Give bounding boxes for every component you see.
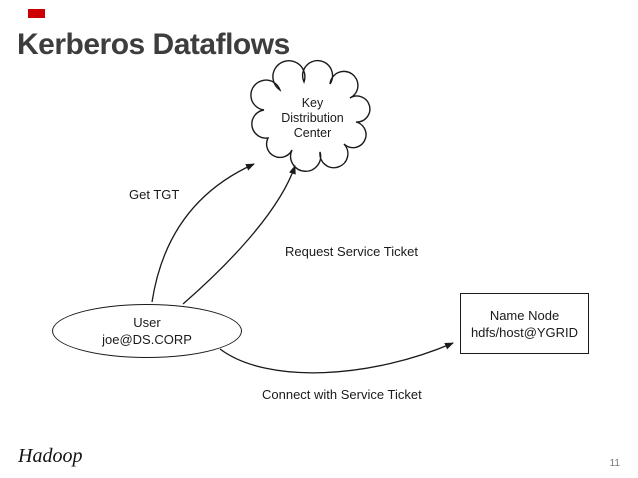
arrow-label-request-service-ticket: Request Service Ticket xyxy=(285,244,418,259)
arrow-connect-service-ticket xyxy=(219,342,454,374)
user-node: User joe@DS.CORP xyxy=(52,304,242,358)
arrow-label-get-tgt: Get TGT xyxy=(129,187,180,202)
page-title: Kerberos Dataflows xyxy=(17,28,290,61)
kdc-line-3: Center xyxy=(293,125,332,140)
kdc-node-label: Key Distribution Center xyxy=(256,90,369,146)
kdc-line-2: Distribution xyxy=(281,110,344,125)
page-number: 11 xyxy=(609,458,620,469)
name-node-line-2: hdfs/host@YGRID xyxy=(470,324,579,340)
arrow-request-service-ticket xyxy=(182,165,296,305)
arrow-get-tgt xyxy=(151,163,255,303)
hadoop-logo: Hadoop xyxy=(18,445,83,467)
name-node: Name Node hdfs/host@YGRID xyxy=(460,293,589,354)
arrow-label-connect-service-ticket: Connect with Service Ticket xyxy=(262,387,422,402)
accent-mark xyxy=(28,9,45,18)
name-node-line-1: Name Node xyxy=(489,307,560,323)
kdc-line-1: Key xyxy=(301,95,324,110)
kdc-cloud-shape xyxy=(250,59,371,172)
user-line-1: User xyxy=(133,315,161,330)
user-line-2: joe@DS.CORP xyxy=(102,332,192,347)
